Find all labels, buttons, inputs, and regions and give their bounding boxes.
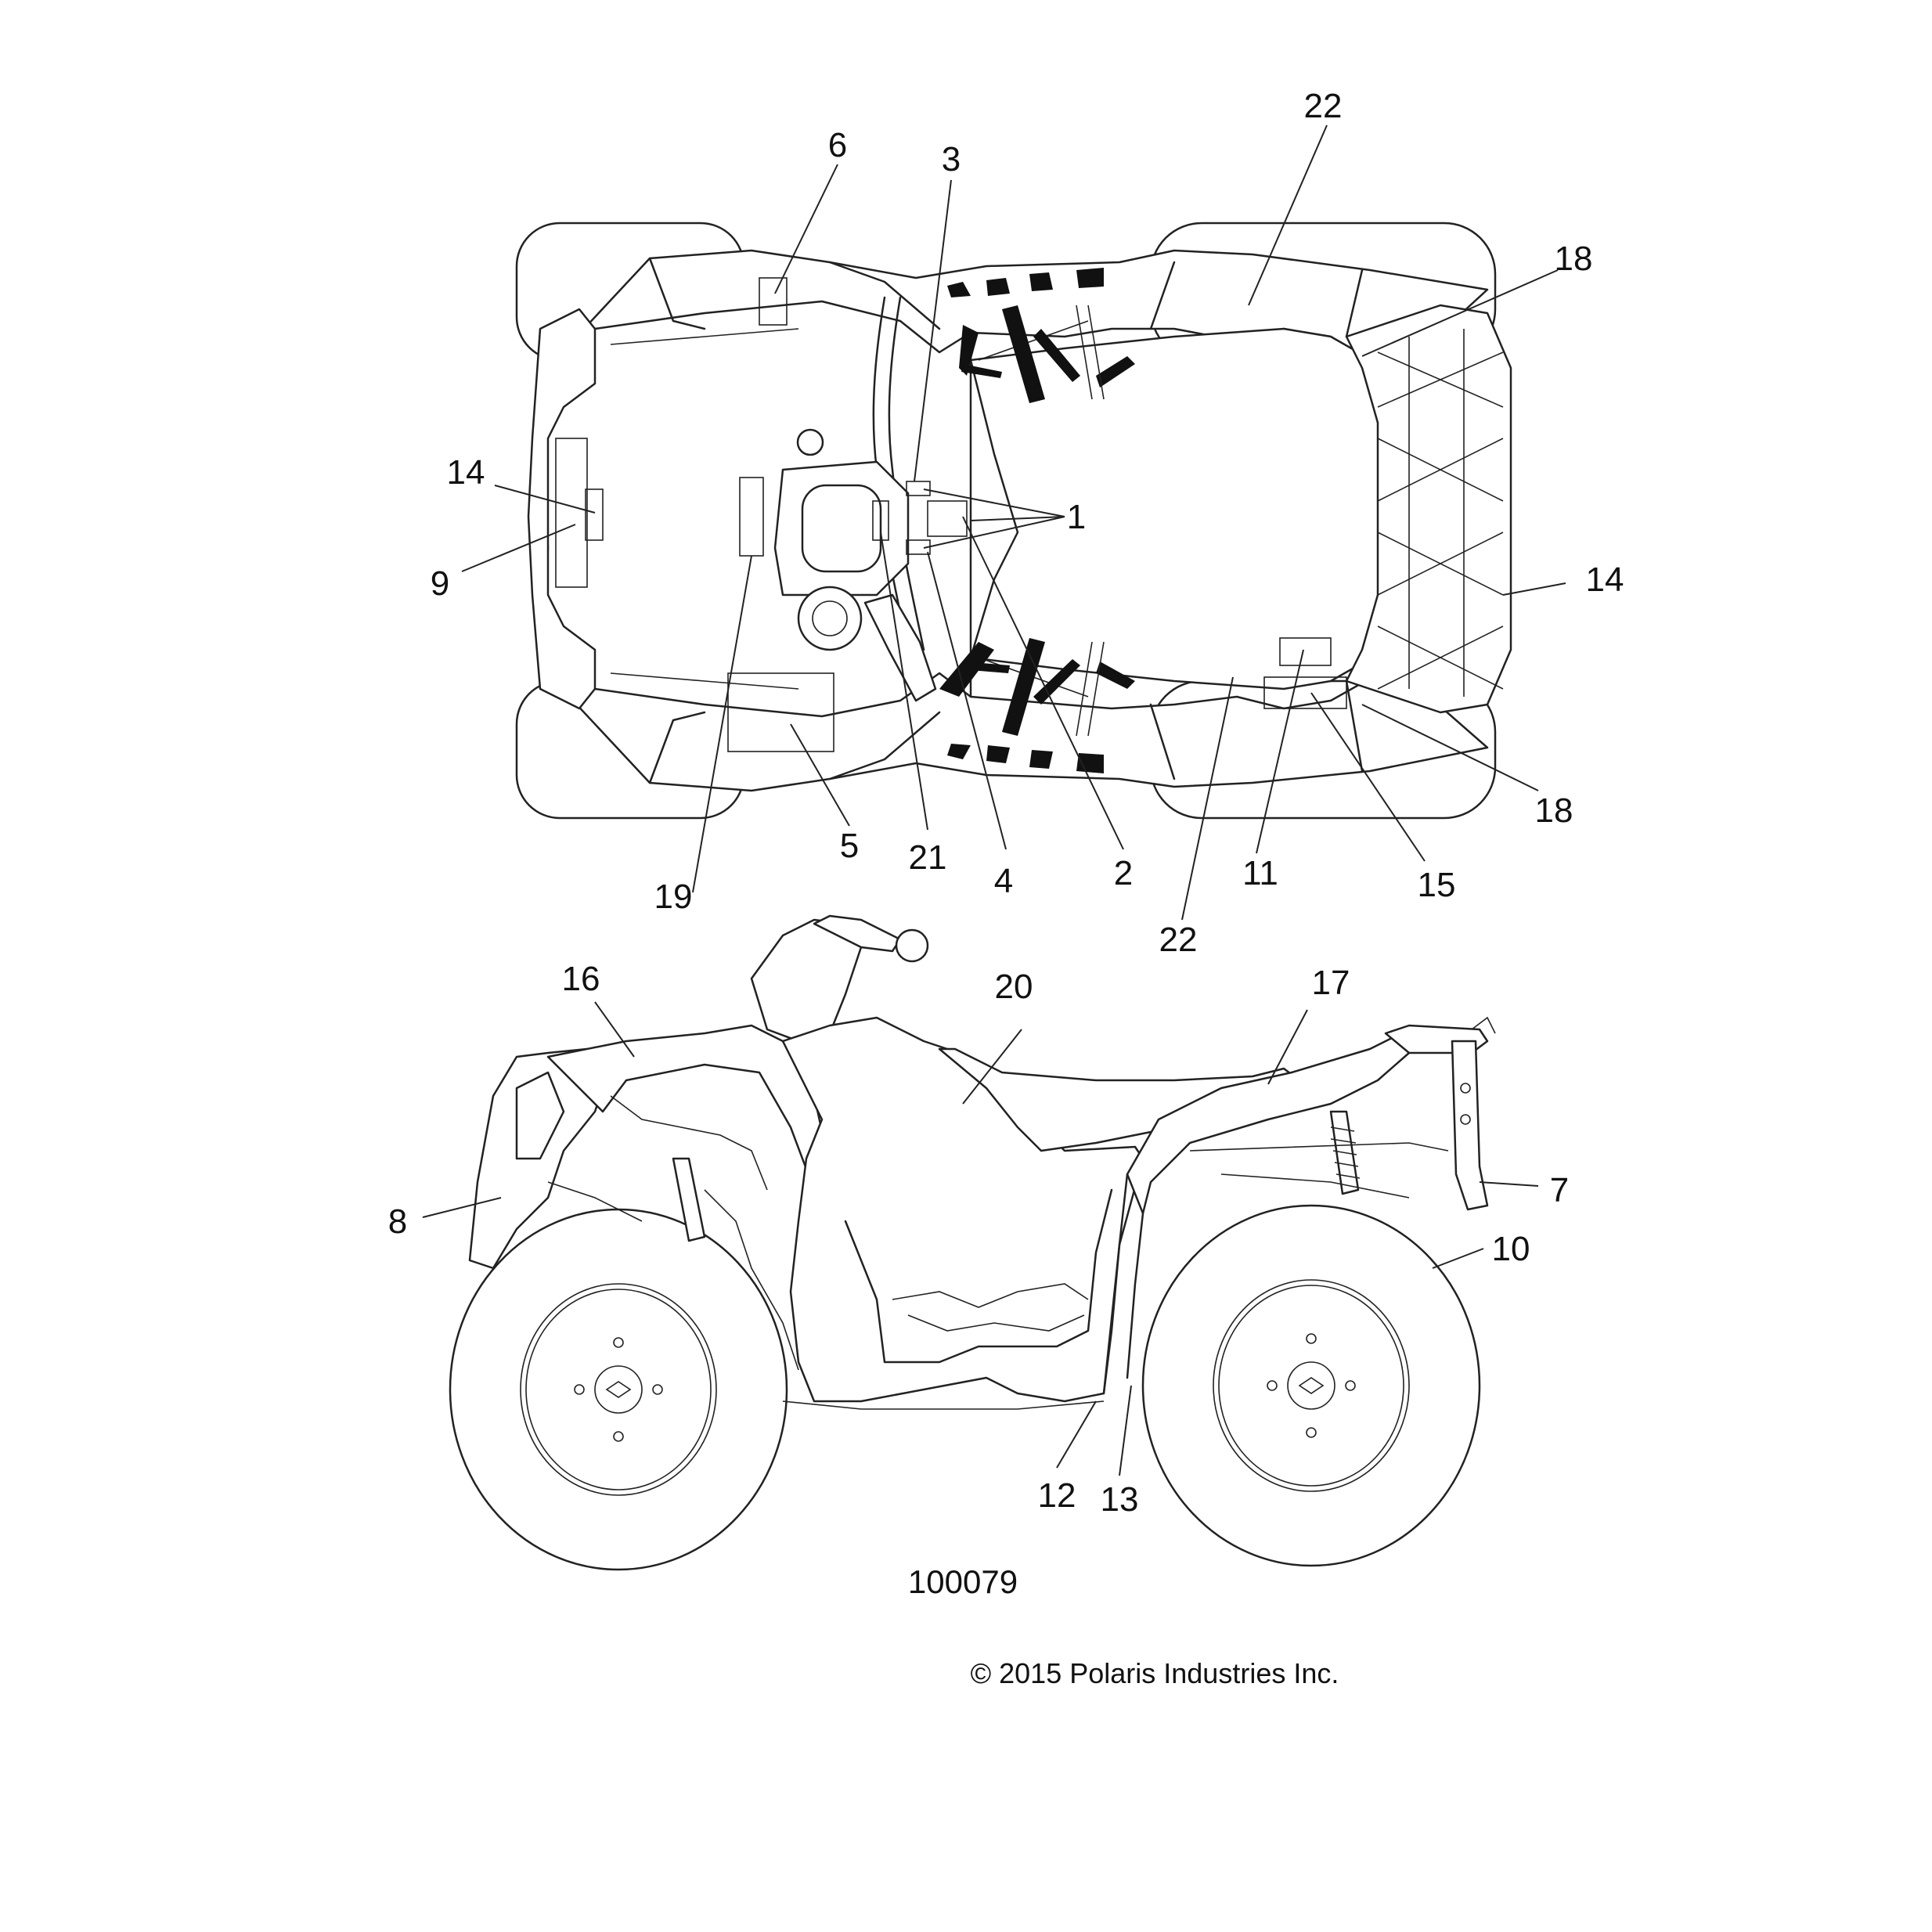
rear-fender-support <box>1102 1173 1144 1395</box>
tow-pin-2 <box>1460 1114 1471 1125</box>
tow-pin <box>1460 1083 1471 1094</box>
gas-cap <box>797 586 863 651</box>
callout-22-bottom: 22 <box>1159 921 1198 959</box>
decal-11 <box>1279 637 1332 666</box>
callout-2: 2 <box>1114 854 1133 892</box>
callout-10: 10 <box>1492 1230 1530 1268</box>
copyright-notice: © 2015 Polaris Industries Inc. <box>971 1657 1339 1689</box>
callout-6: 6 <box>828 126 847 164</box>
gas-cap-inner <box>812 600 848 636</box>
rear-shock-spring <box>1330 1126 1361 1179</box>
front-rack <box>527 308 597 710</box>
bar-end <box>895 928 929 963</box>
callout-4: 4 <box>994 862 1013 900</box>
callout-21: 21 <box>909 838 947 877</box>
rear-wheel <box>1141 1204 1481 1567</box>
front-hood <box>593 300 972 718</box>
handlebar-2 <box>888 296 925 651</box>
front-shock <box>672 1157 706 1242</box>
callout-9: 9 <box>431 564 449 603</box>
handlebar-side <box>750 918 863 1043</box>
callout-14-rear: 14 <box>1586 560 1624 599</box>
speedometer-pod <box>801 484 882 573</box>
decal-1c <box>927 500 968 537</box>
rear-rack-crossbars <box>1377 351 1504 690</box>
figure-number: 100079 <box>908 1563 1018 1600</box>
hood-edge <box>610 328 799 690</box>
rear-tow-bracket <box>1451 1040 1489 1211</box>
side-view-labels: 16 20 17 8 7 10 12 13 <box>388 960 1569 1519</box>
top-view-leaders <box>461 124 1566 921</box>
side-view-leaders <box>422 1001 1539 1476</box>
decal-14-front <box>585 488 604 541</box>
mirror-mount <box>796 428 824 456</box>
front-wheel <box>449 1208 788 1571</box>
callout-16: 16 <box>562 960 600 998</box>
top-view-labels: 22 6 3 18 1 14 9 14 5 18 21 4 2 11 15 19… <box>431 87 1624 959</box>
callout-7: 7 <box>1550 1171 1569 1209</box>
side-panel <box>781 1016 1144 1403</box>
callout-22-top: 22 <box>1304 87 1343 125</box>
side-view-vehicle <box>449 914 1496 1571</box>
callout-12: 12 <box>1038 1476 1076 1515</box>
callout-15: 15 <box>1418 866 1456 904</box>
handlebar-grip <box>813 914 902 953</box>
front-light-recess <box>515 1071 565 1160</box>
decal-1a <box>906 481 931 496</box>
decal-21 <box>872 500 889 541</box>
front-fender-bottom <box>648 711 941 784</box>
rear-frame <box>1189 1142 1449 1198</box>
callout-11: 11 <box>1242 854 1278 892</box>
callout-18-bottom: 18 <box>1535 791 1573 830</box>
callout-18-top: 18 <box>1555 240 1593 278</box>
throttle-control <box>863 593 937 702</box>
rear-fender-side <box>1126 1032 1411 1215</box>
front-fender-graphics-top <box>947 268 1135 403</box>
front-fender-graphics-bottom <box>939 638 1135 773</box>
callout-1: 1 <box>1067 498 1086 536</box>
decal-5 <box>727 672 834 752</box>
front-fender-top <box>648 257 941 330</box>
callout-5: 5 <box>840 827 859 865</box>
front-frame <box>547 1095 799 1371</box>
callout-3: 3 <box>942 140 961 178</box>
rear-rack-side-2 <box>1471 1016 1496 1034</box>
engine-area <box>892 1283 1089 1332</box>
callout-20: 20 <box>995 968 1033 1006</box>
callout-13: 13 <box>1101 1480 1139 1519</box>
rear-rack <box>1345 304 1512 714</box>
rear-fender-lines <box>1149 261 1364 780</box>
front-grille <box>555 438 588 588</box>
side-panel-inner <box>844 1188 1113 1364</box>
callout-19: 19 <box>654 878 693 916</box>
callout-17: 17 <box>1312 964 1350 1002</box>
top-view-vehicle <box>515 222 1512 820</box>
callout-8: 8 <box>388 1202 407 1241</box>
decal-15 <box>1263 676 1347 709</box>
decal-6 <box>759 277 788 326</box>
floorboard <box>782 1400 1105 1410</box>
callout-14-front: 14 <box>447 453 485 492</box>
rear-rack-inner <box>1408 329 1465 697</box>
